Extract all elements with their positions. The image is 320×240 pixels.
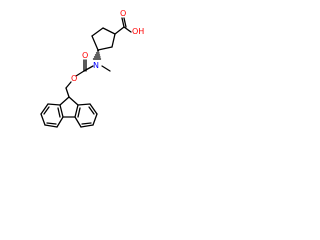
stereo-hash-bond: [92, 50, 102, 60]
hydroxyl-bond: [123, 26, 132, 33]
carboxylic-acid-group: O OH: [114, 9, 144, 36]
cyclopentane-ring: [91, 27, 116, 51]
methylene-fluorenyl-bond: [65, 87, 70, 98]
ring-bond: [102, 27, 116, 35]
carbamate-carbonyl-oxygen-label: O: [82, 51, 88, 60]
ring-bond: [111, 33, 116, 48]
carboxyl-carbon-bond: [114, 26, 125, 35]
carbonyl-double-bond: [121, 17, 125, 28]
left-benzene-bond: [40, 103, 49, 115]
left-benzene-bond: [44, 124, 58, 128]
ring-bond: [91, 27, 104, 37]
carbamate-group: O O: [65, 51, 94, 98]
fluorenyl-group: [40, 96, 98, 128]
fluorene-bond: [74, 104, 79, 118]
right-benzene-bond: [77, 103, 91, 106]
left-benzene-inner-bond: [46, 122, 57, 125]
carbamate-ester-oxygen-label: O: [71, 74, 77, 83]
right-benzene-inner-bond: [81, 122, 92, 125]
right-benzene-inner-bond: [77, 107, 81, 118]
fluorene-bond: [59, 104, 64, 118]
chemical-structure: O OH N O O: [40, 9, 144, 128]
fluorene-bond: [59, 96, 70, 106]
left-benzene-inner-bond: [57, 107, 61, 118]
right-benzene-inner-bond: [88, 106, 95, 115]
nitrogen-label: N: [93, 61, 99, 70]
ring-bond: [97, 46, 113, 51]
right-benzene-bond: [74, 116, 82, 128]
carbonyl-double-bond: [123, 17, 127, 28]
left-benzene-bond: [40, 113, 46, 126]
left-benzene-inner-bond: [43, 106, 50, 115]
ring-bond: [91, 35, 99, 51]
carboxyl-oxygen-label: O: [120, 9, 126, 18]
left-benzene-bond: [56, 116, 64, 128]
right-benzene-bond: [80, 124, 94, 128]
oxygen-methylene-bond: [65, 81, 72, 89]
hydroxyl-label: OH: [132, 27, 144, 36]
ester-oxygen-bond: [75, 70, 85, 77]
n-methyl-group: N: [93, 61, 111, 72]
right-benzene-bond: [89, 103, 98, 115]
fluorene-bond: [68, 96, 79, 106]
left-benzene-bond: [47, 103, 61, 106]
methyl-bond: [101, 65, 111, 72]
right-benzene-bond: [92, 113, 98, 126]
